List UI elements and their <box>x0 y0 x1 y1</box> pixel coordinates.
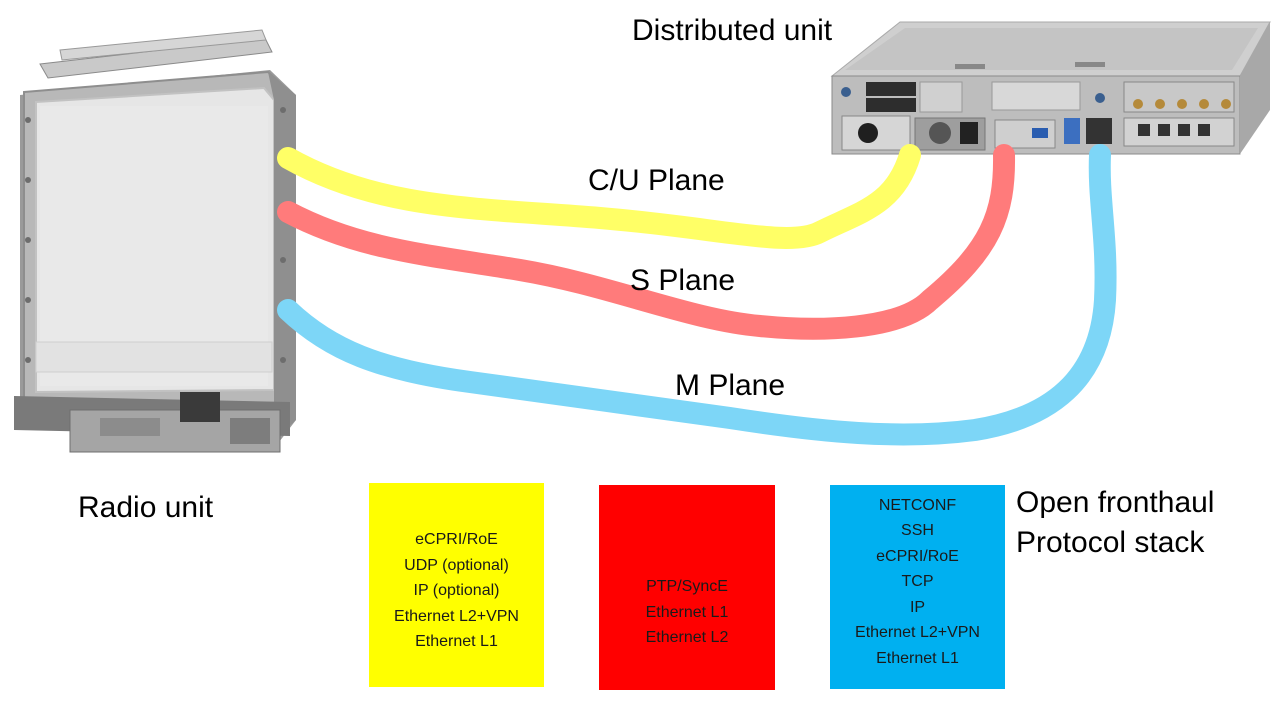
stack-layer: PTP/SyncE <box>646 578 728 596</box>
distributed-unit-label: Distributed unit <box>632 14 833 47</box>
protocol-stack-heading-line-2: Protocol stack <box>1016 526 1205 559</box>
stack-layer: Ethernet L1 <box>415 633 498 651</box>
protocol-stack-heading-line-1: Open fronthaul <box>1016 486 1215 519</box>
stack-layer: Ethernet L2+VPN <box>855 624 980 642</box>
s-plane-label: S Plane <box>630 264 735 297</box>
stack-layer: Ethernet L2+VPN <box>394 607 519 625</box>
stack-layer: Ethernet L2 <box>645 629 729 647</box>
distributed-unit-server <box>830 21 1271 155</box>
m-plane-cable <box>277 144 1117 446</box>
cu-plane-label: C/U Plane <box>588 164 725 197</box>
m-plane-label: M Plane <box>675 369 785 402</box>
stack-layer: IP (optional) <box>413 582 500 600</box>
m-plane-stack-box: NETCONF SSH eCPRI/RoE TCP IP Ethernet L2… <box>830 485 1005 689</box>
protocol-stack-heading: Open fronthaul Protocol stack <box>1016 483 1214 563</box>
stack-layer: SSH <box>901 522 934 540</box>
stack-layer: eCPRI/RoE <box>876 547 959 565</box>
cu-plane-cable <box>277 144 921 249</box>
s-plane-stack-box: PTP/SyncE Ethernet L1 Ethernet L2 <box>599 485 775 690</box>
stack-layer: NETCONF <box>878 496 957 514</box>
stack-layer: Ethernet L1 <box>876 649 959 667</box>
stack-layer: UDP (optional) <box>404 556 509 574</box>
stack-layer: TCP <box>901 573 934 591</box>
stack-layer: IP <box>909 598 926 616</box>
stack-layer: eCPRI/RoE <box>415 531 498 549</box>
s-plane-cable <box>277 144 1016 340</box>
cu-plane-stack-box: eCPRI/RoE UDP (optional) IP (optional) E… <box>369 483 544 687</box>
stack-layer: Ethernet L1 <box>645 603 729 621</box>
radio-unit-label: Radio unit <box>78 491 214 524</box>
radio-unit-device <box>14 29 296 453</box>
